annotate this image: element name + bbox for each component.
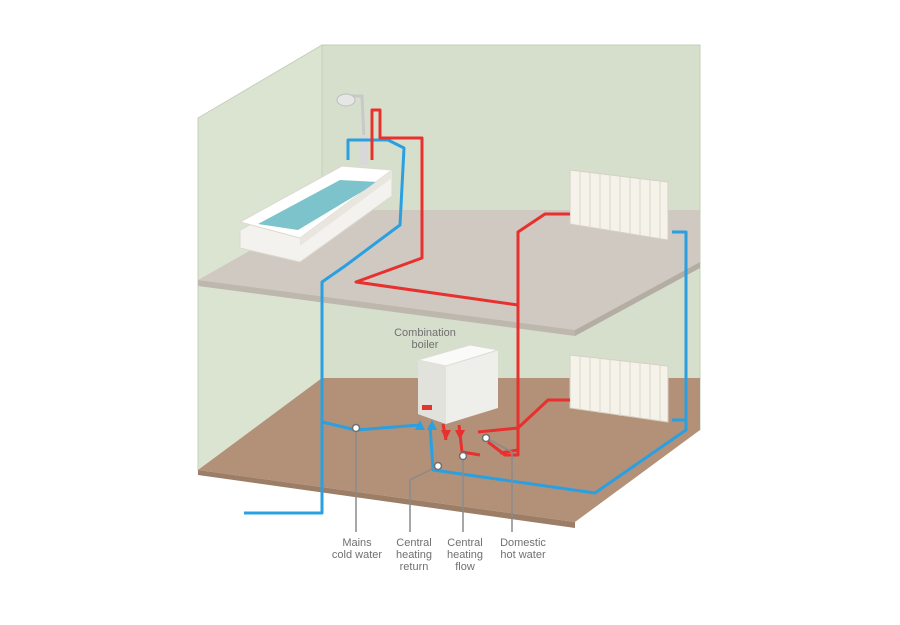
bathtub [238, 165, 394, 263]
ground-edge [198, 470, 575, 528]
bath-water [258, 180, 378, 230]
cold-in-arrow [415, 420, 425, 430]
flow-out-arrow [441, 430, 451, 440]
cold-water-pipes [244, 138, 688, 515]
upper-floor-side [575, 262, 700, 336]
label-central-heating-return: Central heating return [395, 537, 433, 573]
leader-return [409, 465, 439, 532]
radiator-lower [569, 354, 669, 423]
combination-boiler-label: Combination boiler [394, 327, 456, 351]
label-central-heating-flow: Central heating flow [446, 537, 484, 573]
combination-boiler [417, 344, 499, 424]
flow-arrows [415, 420, 465, 440]
label-mains-cold-water: Mains cold water [331, 537, 383, 561]
radiator-upper [569, 169, 669, 241]
leader-dots [351, 423, 491, 471]
shower-head [336, 93, 368, 165]
dhw-out-arrow [455, 430, 465, 440]
upper-floor-edge [198, 280, 575, 336]
return-in-arrow [427, 420, 437, 430]
leader-dhw [485, 437, 513, 532]
label-domestic-hot-water: Domestic hot water [500, 537, 546, 561]
leader-lines [355, 428, 513, 532]
